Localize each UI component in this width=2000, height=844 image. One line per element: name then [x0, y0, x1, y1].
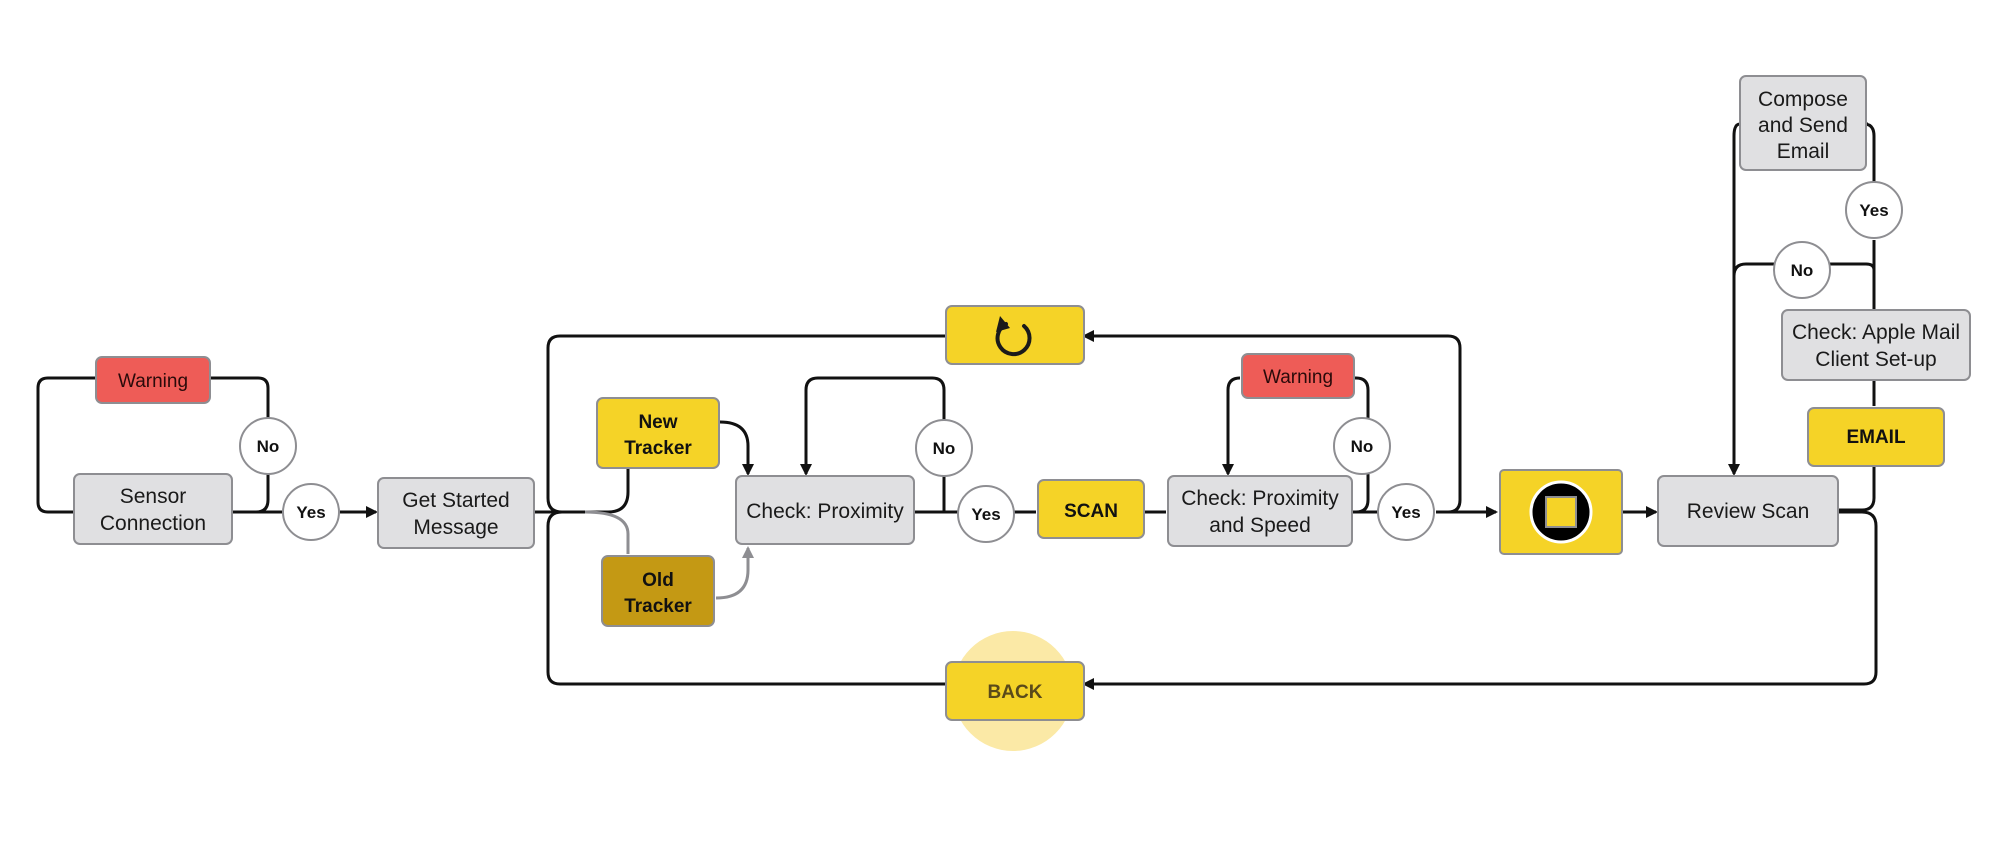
refresh-icon: [995, 316, 1032, 357]
warning-node-sensor: Warning: [95, 356, 211, 404]
decision-no-proximity: No: [915, 419, 973, 477]
sensor-connection-line-2: Connection: [100, 512, 206, 535]
edge-no-to-review: [1728, 262, 1776, 476]
get-started-line-2: Message: [413, 516, 498, 539]
old-tracker-line-2: Tracker: [624, 596, 692, 617]
check-proximity-speed-node: Check: Proximity and Speed: [1167, 475, 1353, 547]
edge-no-to-warning2: [1354, 376, 1370, 420]
email-label: EMAIL: [1846, 427, 1906, 448]
warning-label: Warning: [118, 371, 188, 392]
edge-review-to-email: [1838, 466, 1876, 512]
get-started-line-1: Get Started: [402, 489, 509, 512]
edge-hub-to-oldtracker: [584, 510, 630, 554]
check-speed-line-1: Check: Proximity: [1181, 487, 1339, 510]
decision-no-mail: No: [1773, 241, 1831, 299]
decision-yes-sensor: Yes: [282, 483, 340, 541]
check-speed-line-2: and Speed: [1209, 514, 1311, 537]
sensor-connection-node: Sensor Connection: [73, 473, 233, 545]
decision-yes-mail: Yes: [1845, 181, 1903, 239]
decision-no-proximity-label: No: [933, 439, 956, 458]
decision-yes-mail-label: Yes: [1859, 201, 1888, 220]
get-started-message-node: Get Started Message: [377, 477, 535, 549]
edge-no-to-proximity: [800, 376, 946, 476]
refresh-button[interactable]: [945, 305, 1085, 365]
scan-button[interactable]: SCAN: [1037, 479, 1145, 539]
review-scan-node: Review Scan: [1657, 475, 1839, 547]
sensor-connection-line-1: Sensor: [120, 485, 187, 508]
edge-check-to-no: [1830, 262, 1876, 271]
new-tracker-button[interactable]: New Tracker: [596, 397, 720, 469]
edge-hub-to-newtracker: [547, 468, 630, 514]
warning-2-label: Warning: [1263, 367, 1333, 388]
email-button[interactable]: EMAIL: [1807, 407, 1945, 467]
new-tracker-line-2: Tracker: [624, 438, 692, 459]
review-scan-label: Review Scan: [1687, 500, 1810, 523]
stop-button[interactable]: [1499, 469, 1623, 555]
decision-no-mail-label: No: [1791, 261, 1814, 280]
edge-warning-to-no: [210, 376, 270, 418]
edge-no-to-sensor: [232, 474, 270, 514]
decision-no-sensor-label: No: [257, 437, 280, 456]
compose-line-3: Email: [1777, 140, 1830, 163]
scan-label: SCAN: [1064, 501, 1118, 522]
decision-no-speed: No: [1333, 417, 1391, 475]
decision-yes-sensor-label: Yes: [296, 503, 325, 522]
check-proximity-label: Check: Proximity: [746, 500, 904, 523]
edge-compose-to-review: [1732, 122, 1741, 410]
decision-yes-speed: Yes: [1377, 483, 1435, 541]
edges: [36, 122, 1878, 690]
edge-hub-to-back: [546, 510, 946, 686]
check-apple-mail-node: Check: Apple Mail Client Set-up: [1781, 309, 1971, 381]
compose-line-2: and Send: [1758, 114, 1848, 137]
edge-newtracker-to-proximity: [719, 420, 754, 476]
edge-hub2-to-refresh: [1082, 330, 1462, 514]
warning-node-speed: Warning: [1241, 353, 1355, 399]
check-mail-line-1: Check: Apple Mail: [1792, 321, 1960, 344]
check-proximity-node: Check: Proximity: [735, 475, 915, 545]
compose-send-email-node: Compose and Send Email: [1739, 75, 1867, 171]
back-button[interactable]: BACK: [945, 661, 1085, 721]
new-tracker-line-1: New: [638, 412, 677, 433]
edge-hub-to-refresh: [546, 334, 946, 514]
decision-yes-proximity: Yes: [957, 485, 1015, 543]
check-mail-line-2: Client Set-up: [1815, 348, 1936, 371]
decision-yes-proximity-label: Yes: [971, 505, 1000, 524]
decision-no-sensor: No: [239, 417, 297, 475]
edge-oldtracker-to-proximity: [715, 546, 754, 600]
decision-yes-speed-label: Yes: [1391, 503, 1420, 522]
decision-no-speed-label: No: [1351, 437, 1374, 456]
compose-line-1: Compose: [1758, 88, 1848, 111]
old-tracker-line-1: Old: [642, 570, 674, 591]
edge-review-to-back: [1082, 510, 1878, 690]
old-tracker-button[interactable]: Old Tracker: [601, 555, 715, 627]
stop-icon-square: [1545, 496, 1577, 528]
edge-warning2-to-speed: [1222, 376, 1241, 476]
edge-speed-to-no: [1352, 474, 1370, 514]
edge-sensor-to-warning: [36, 376, 96, 514]
back-label: BACK: [988, 682, 1043, 703]
